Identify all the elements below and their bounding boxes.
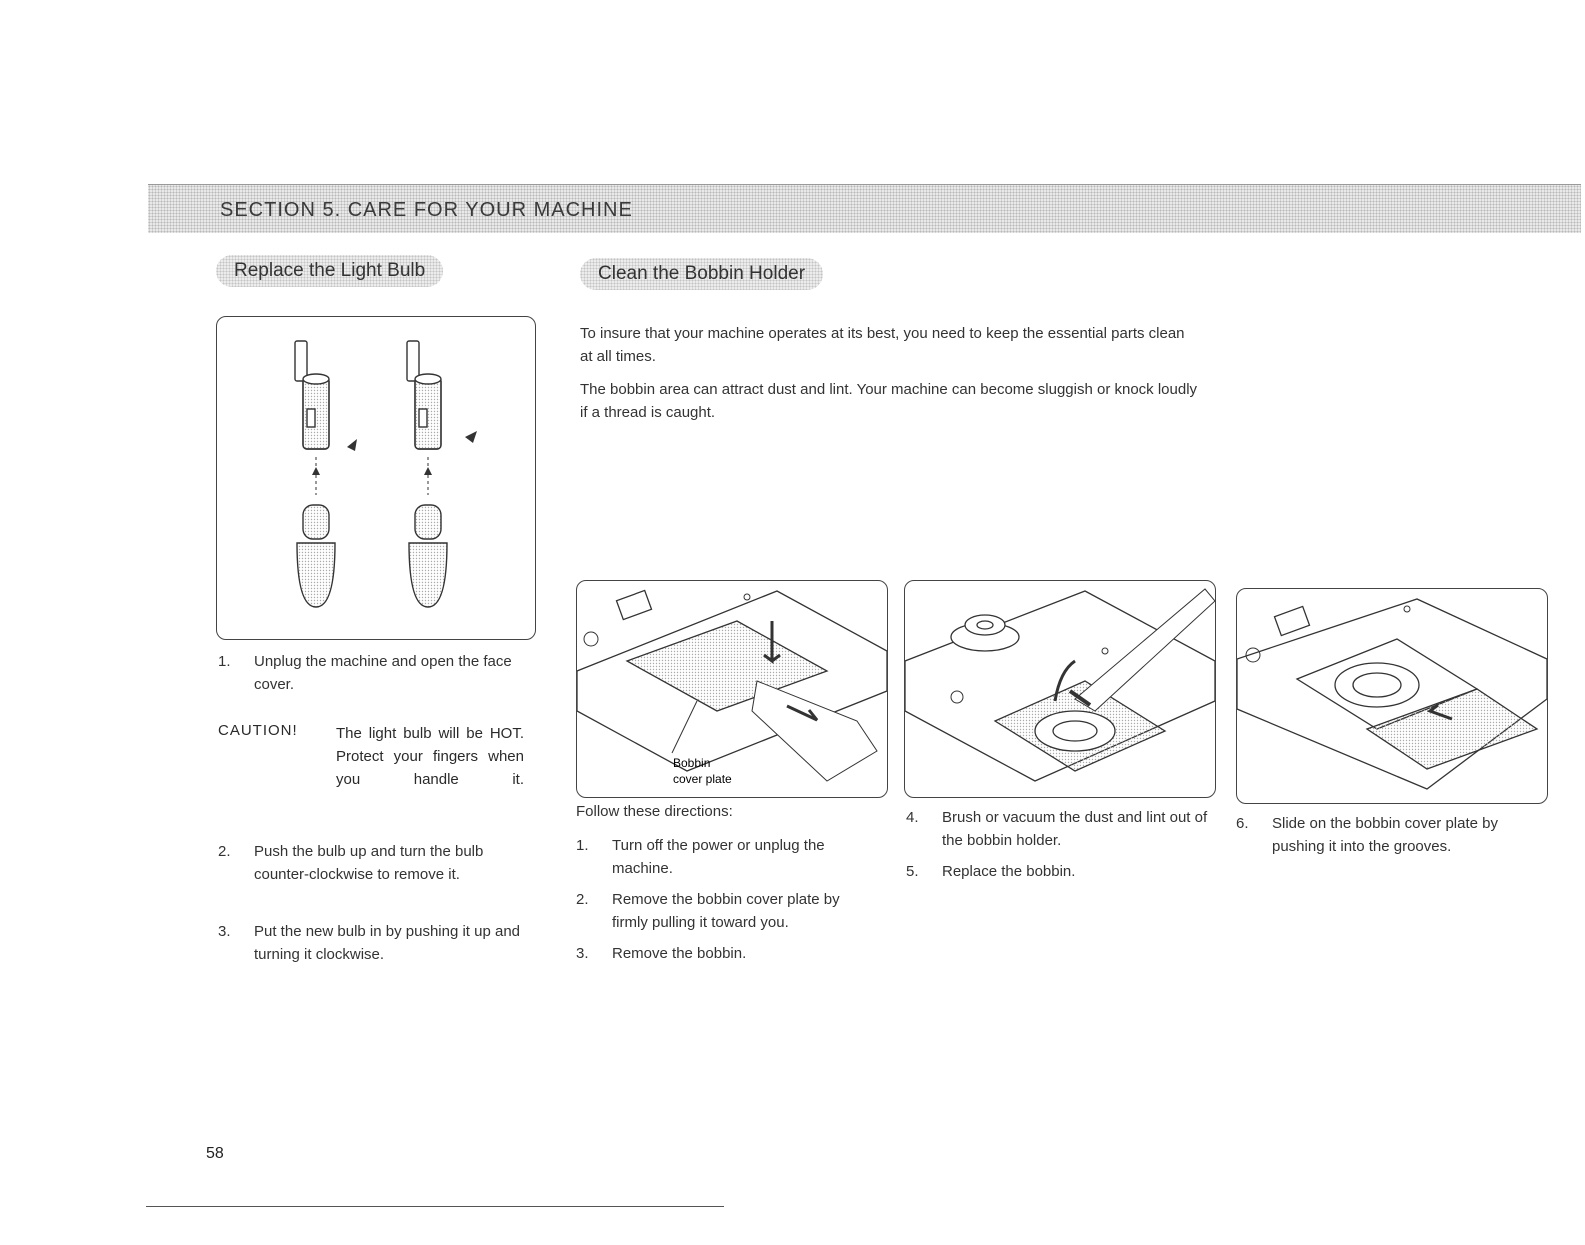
caution-text: The light bulb will be HOT. Protect your… xyxy=(336,725,524,788)
light-bulb-step-3: 3. Put the new bulb in by pushing it up … xyxy=(218,920,528,966)
cover-plate-label: cover plate xyxy=(673,772,732,786)
step-text: Turn off the power or unplug the machine… xyxy=(612,837,825,877)
bobbin-step-1: 1. Turn off the power or unplug the mach… xyxy=(576,834,876,880)
slide-cover-illustration xyxy=(1237,598,1547,790)
footer-rule xyxy=(146,1206,724,1207)
follow-directions: Follow these directions: xyxy=(576,803,733,820)
step-number: 2. xyxy=(576,891,589,908)
light-bulb-figure xyxy=(216,316,536,640)
step-text: Push the bulb up and turn the bulb count… xyxy=(254,843,484,883)
bobbin-step-4: 4. Brush or vacuum the dust and lint out… xyxy=(906,806,1218,852)
bobbin-holder-heading: Clean the Bobbin Holder xyxy=(580,258,824,290)
light-bulb-heading: Replace the Light Bulb xyxy=(216,255,444,287)
light-bulb-step-1: 1. Unplug the machine and open the face … xyxy=(218,650,528,696)
light-bulb-illustration xyxy=(294,340,477,608)
section-title: SECTION 5. CARE FOR YOUR MACHINE xyxy=(220,199,633,221)
step-number: 3. xyxy=(218,923,231,940)
bobbin-step-6: 6. Slide on the bobbin cover plate by pu… xyxy=(1236,812,1548,858)
brush-holder-figure xyxy=(904,580,1216,798)
step-text: Remove the bobbin. xyxy=(612,945,747,962)
step-number: 1. xyxy=(218,653,231,670)
light-bulb-step-2: 2. Push the bulb up and turn the bulb co… xyxy=(218,840,528,886)
section-banner: SECTION 5. CARE FOR YOUR MACHINE xyxy=(148,184,1581,233)
intro-paragraph-1: To insure that your machine operates at … xyxy=(580,325,1185,365)
step-number: 6. xyxy=(1236,815,1249,832)
step-number: 3. xyxy=(576,945,589,962)
step-text: Brush or vacuum the dust and lint out of… xyxy=(942,809,1208,849)
bobbin-step-2: 2. Remove the bobbin cover plate by firm… xyxy=(576,888,876,934)
step-number: 5. xyxy=(906,863,919,880)
remove-cover-figure: Bobbin cover plate xyxy=(576,580,888,798)
caution-label: CAUTION! xyxy=(218,722,298,739)
intro-paragraph-2: The bobbin area can attract dust and lin… xyxy=(580,381,1198,421)
bobbin-step-3: 3. Remove the bobbin. xyxy=(576,942,876,965)
step-number: 4. xyxy=(906,809,919,826)
step-number: 2. xyxy=(218,843,231,860)
remove-cover-illustration: Bobbin cover plate xyxy=(577,589,887,786)
brush-holder-illustration xyxy=(905,588,1215,782)
page-number: 58 xyxy=(206,1145,224,1162)
slide-cover-figure xyxy=(1236,588,1548,804)
step-text: Slide on the bobbin cover plate by pushi… xyxy=(1272,815,1498,855)
step-number: 1. xyxy=(576,837,589,854)
step-text: Unplug the machine and open the face cov… xyxy=(254,653,512,693)
step-text: Remove the bobbin cover plate by firmly … xyxy=(612,891,840,931)
bobbin-step-5: 5. Replace the bobbin. xyxy=(906,860,1218,883)
bobbin-label: Bobbin xyxy=(673,756,710,770)
step-text: Replace the bobbin. xyxy=(942,863,1076,880)
step-text: Put the new bulb in by pushing it up and… xyxy=(254,923,521,963)
